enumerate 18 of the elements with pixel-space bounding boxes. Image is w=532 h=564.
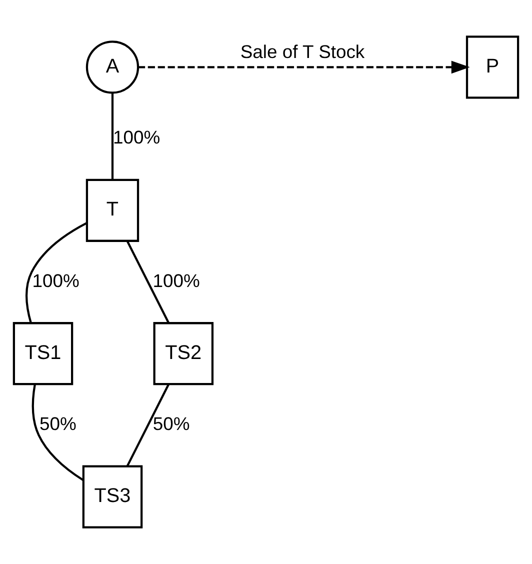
node-box: TS3 <box>82 465 143 528</box>
arrow <box>138 60 470 74</box>
connector <box>26 222 88 324</box>
node-box: TS2 <box>153 322 214 386</box>
node-box: P <box>466 36 520 99</box>
node-circle: A <box>86 40 140 94</box>
connector <box>126 384 170 466</box>
node-box: T <box>86 178 140 242</box>
edge-label: 100% <box>32 270 80 291</box>
node-box: TS1 <box>12 322 74 386</box>
connector <box>111 93 114 180</box>
edge-label: 100% <box>152 270 200 291</box>
edge-label: 50% <box>152 413 190 434</box>
connector <box>32 384 84 481</box>
edge-label: 50% <box>39 413 76 434</box>
edge-label: Sale of T Stock <box>240 40 365 62</box>
connector <box>126 240 170 324</box>
edge-label: 100% <box>113 126 160 148</box>
